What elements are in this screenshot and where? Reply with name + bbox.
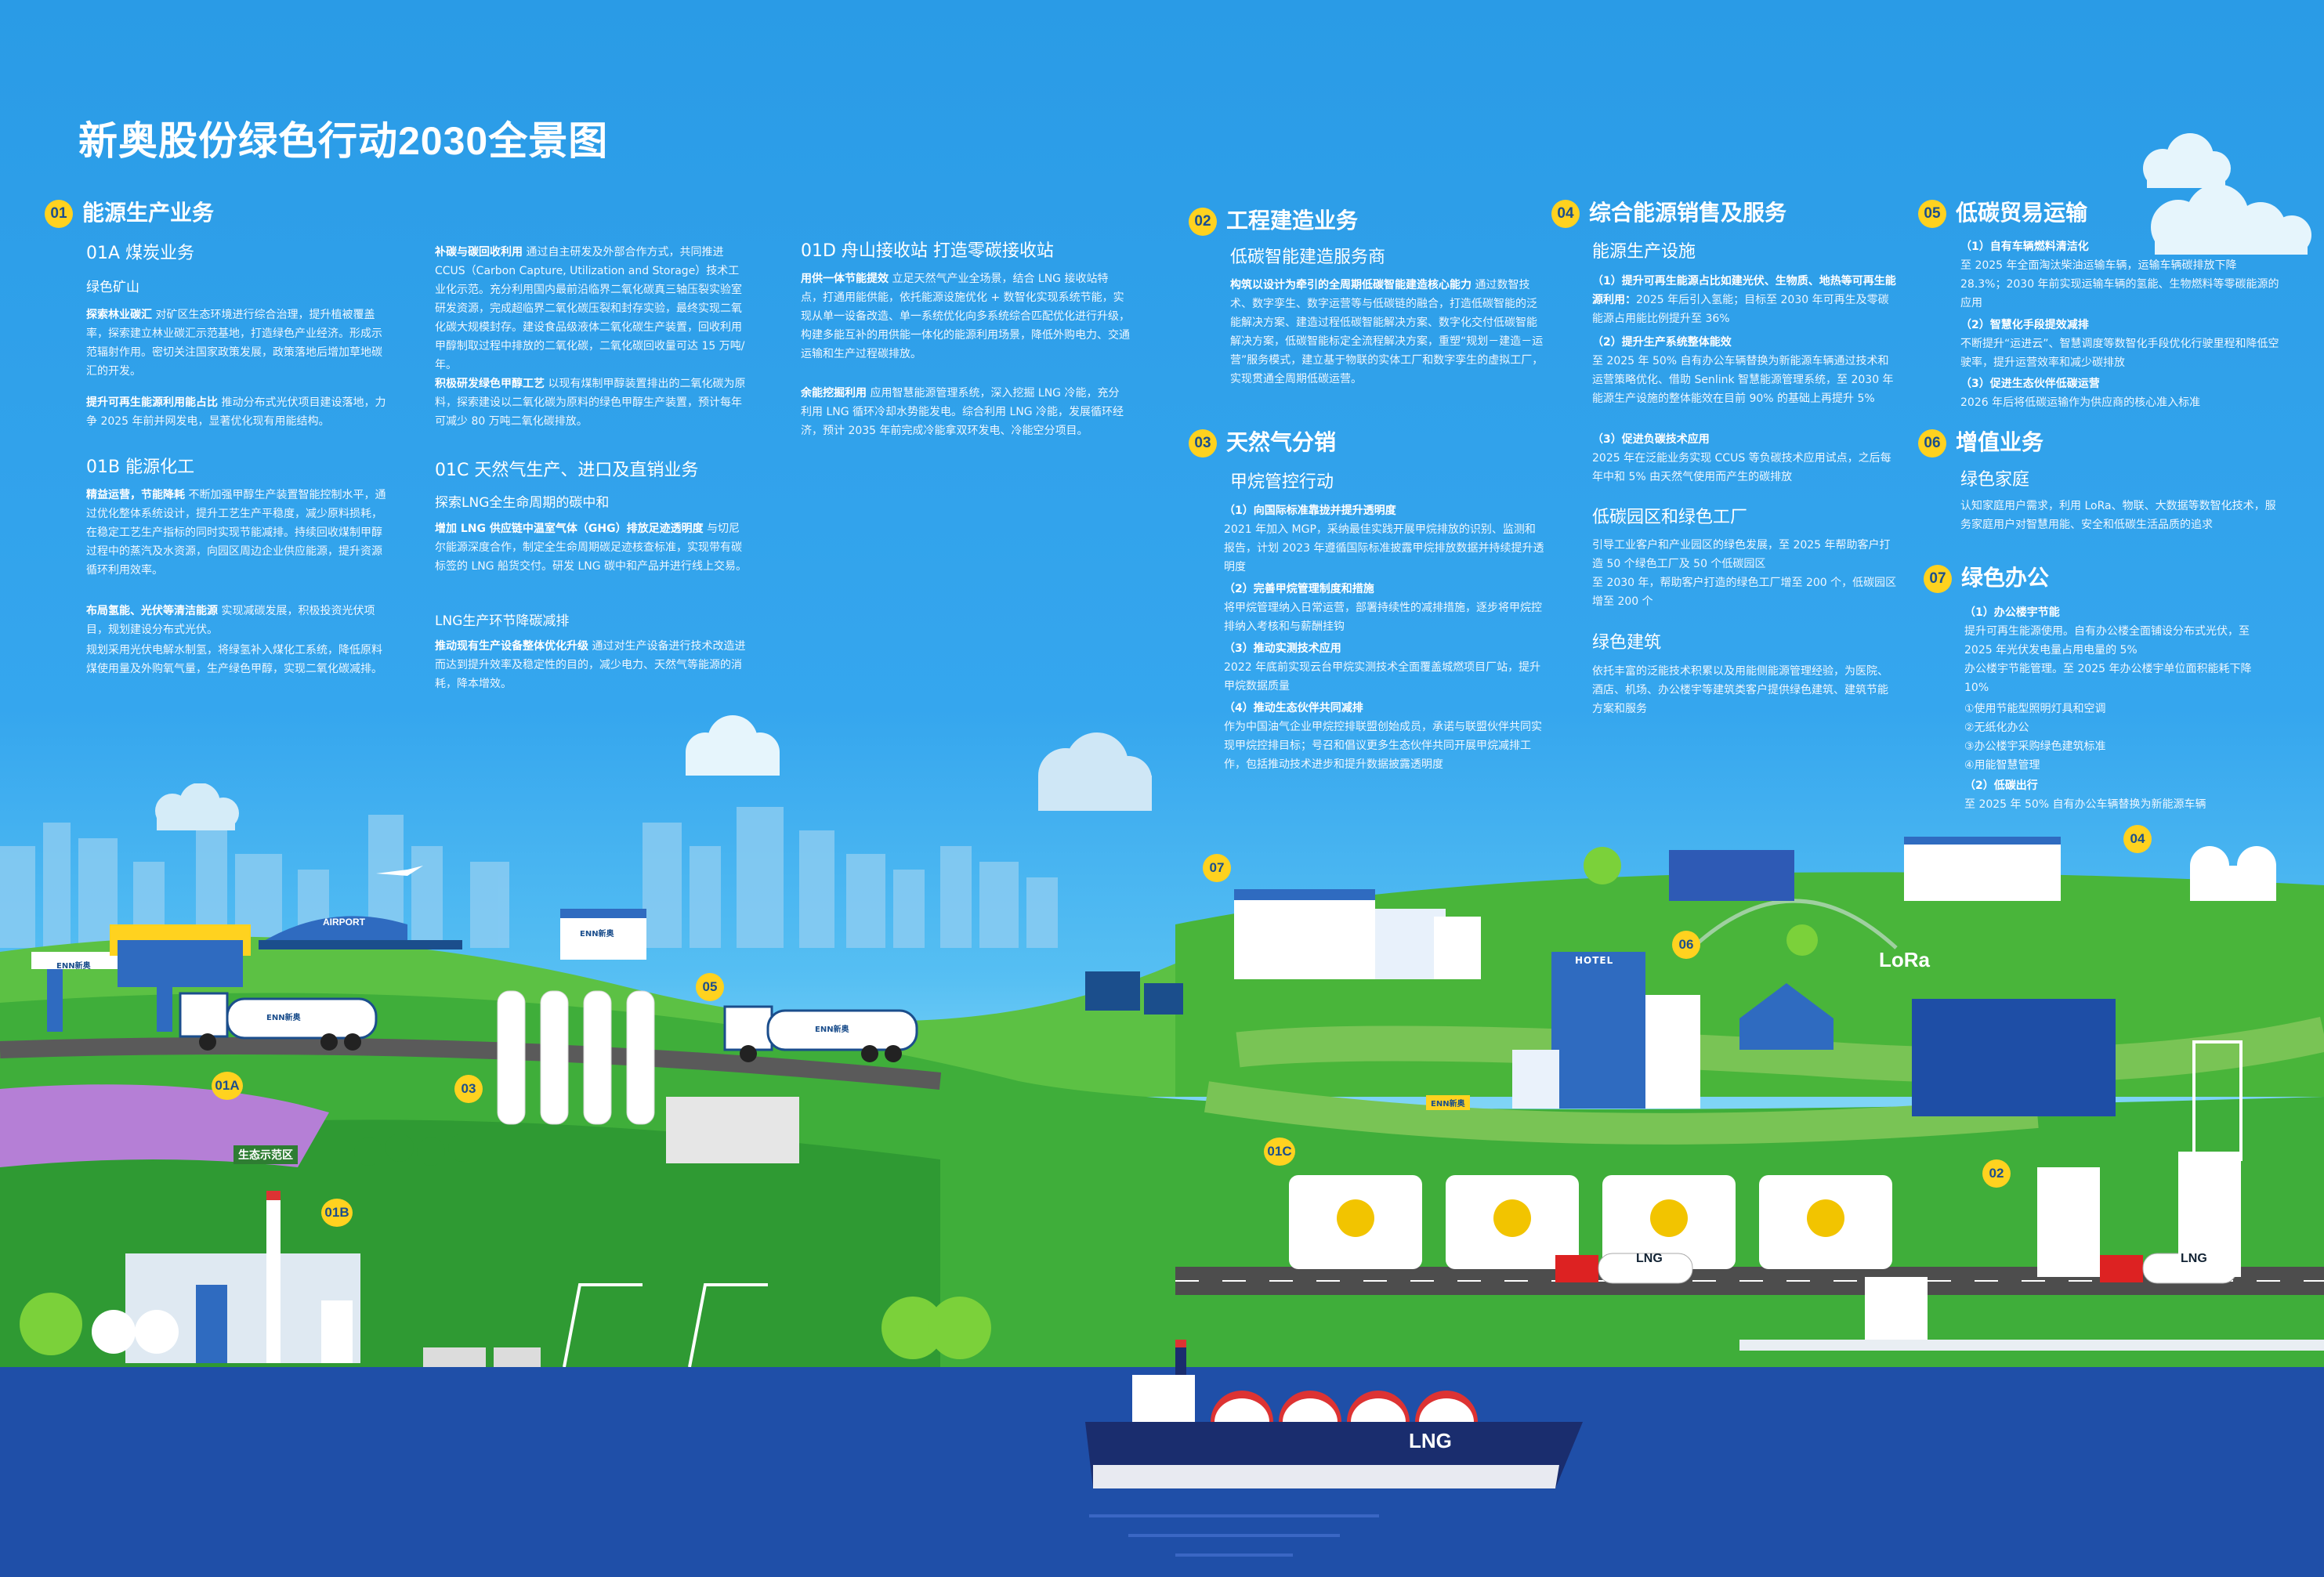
subsection-title: 01C 天然气生产、进口及直销业务	[435, 461, 699, 480]
subsection-title: 01B 能源化工	[86, 458, 195, 477]
section-title: 低碳贸易运输	[1956, 200, 2088, 226]
eco-zone-label: 生态示范区	[233, 1145, 298, 1164]
map-badge: 01B	[321, 1199, 353, 1227]
subsection-title: 甲烷管控行动	[1230, 472, 1334, 492]
section-badge: 05	[1918, 200, 1946, 228]
map-badge: 01C	[1264, 1138, 1295, 1166]
section-badge: 02	[1189, 208, 1217, 236]
section-04-header: 04 综合能源销售及服务	[1551, 196, 1786, 228]
section-title: 能源生产业务	[82, 200, 215, 226]
section-05-header: 05 低碳贸易运输	[1918, 196, 2087, 228]
map-badge: 01A	[212, 1072, 243, 1100]
paragraph: 增加 LNG 供应链中温室气体（GHG）排放足迹透明度 与切尼尔能源深度合作，制…	[435, 523, 748, 573]
subsection-title: 01D 舟山接收站 打造零碳接收站	[801, 241, 1054, 261]
truck-lng-label: LNG	[2181, 1252, 2207, 1265]
subsection-title: 绿色家庭	[1960, 470, 2030, 490]
enn-logo: ENN新奥	[56, 962, 91, 971]
subsection-title: 低碳智能建造服务商	[1230, 248, 1386, 267]
subsection-title: 01A 煤炭业务	[86, 244, 195, 263]
list-item: （2）提升生产系统整体能效至 2025 年 50% 自有办公车辆替换为新能源车辆…	[1592, 336, 1894, 405]
subsection-title: 能源生产设施	[1592, 242, 1696, 262]
paragraph: 用供一体节能提效 立足天然气产业全场景，结合 LNG 接收站特点，打通用能供能，…	[801, 273, 1130, 360]
enn-logo: ENN新奥	[1426, 1095, 1470, 1110]
list-item: ①使用节能型照明灯具和空调	[1964, 703, 2106, 715]
enn-logo: ENN新奥	[815, 1025, 849, 1034]
map-badge: 06	[1672, 931, 1700, 959]
list-item: （2）低碳出行至 2025 年 50% 自有办公车辆替换为新能源车辆	[1964, 779, 2206, 811]
list-item: ③办公楼宇采购绿色建筑标准	[1964, 740, 2106, 753]
section-03-header: 03 天然气分销	[1189, 425, 1336, 458]
section-badge: 01	[45, 200, 73, 228]
list-item: （4）推动生态伙伴共同减排作为中国油气企业甲烷控排联盟创始成员，承诺与联盟伙伴共…	[1224, 702, 1542, 771]
section-badge: 04	[1551, 200, 1580, 228]
paragraph: 探索林业碳汇 对矿区生态环境进行综合治理，提升植被覆盖率，探索建立林业碳汇示范基…	[86, 309, 382, 378]
paragraph: 依托丰富的泛能技术积累以及用能侧能源管理经验，为医院、酒店、机场、办公楼宇等建筑…	[1592, 665, 1888, 715]
section-badge: 06	[1918, 429, 1946, 458]
section-02-header: 02 工程建造业务	[1189, 204, 1358, 236]
subsection-subtitle: LNG生产环节降碳减排	[435, 613, 570, 629]
list-item: （1）自有车辆燃料清洁化至 2025 年全面淘汰柴油运输车辆，运输车辆碳排放下降…	[1960, 241, 2279, 309]
paragraph: 规划采用光伏电解水制氢，将绿氢补入煤化工系统，降低原料煤使用量及外购氧气量，生产…	[86, 644, 382, 675]
paragraph: 布局氢能、光伏等清洁能源 实现减碳发展，积极投资光伏项目，规划建设分布式光伏。	[86, 605, 375, 636]
lora-label: LoRa	[1879, 948, 1930, 971]
enn-logo: ENN新奥	[580, 930, 614, 939]
paragraph: 补碳与碳回收利用 通过自主研发及外部合作方式，共同推进 CCUS（Carbon …	[435, 246, 745, 371]
section-title: 天然气分销	[1226, 429, 1337, 455]
page-title: 新奥股份绿色行动2030全景图	[78, 119, 609, 163]
section-06-header: 06 增值业务	[1918, 425, 2043, 458]
list-item: ④用能智慧管理	[1964, 759, 2040, 772]
section-title: 工程建造业务	[1226, 208, 1359, 233]
subsection-title: 低碳园区和绿色工厂	[1592, 508, 1748, 527]
subsection-title: 绿色建筑	[1592, 633, 1662, 653]
cloud-icon	[155, 783, 239, 830]
map-badge: 04	[2123, 825, 2152, 853]
list-item: （2）智慧化手段提效减排不断提升“运进云”、智慧调度等数智化手段优化行驶里程和降…	[1960, 319, 2279, 369]
paragraph: 提升可再生能源利用能占比 推动分布式光伏项目建设落地，力争 2025 年前并网发…	[86, 396, 386, 428]
ship-lng-label: LNG	[1409, 1429, 1452, 1452]
map-badge: 05	[696, 973, 724, 1001]
paragraph: 余能挖掘利用 应用智慧能源管理系统，深入挖掘 LNG 冷能，充分利用 LNG 循…	[801, 387, 1124, 437]
section-title: 综合能源销售及服务	[1589, 200, 1787, 226]
map-badge: 07	[1203, 854, 1231, 882]
paragraph: 精益运营，节能降耗 不断加强甲醇生产装置智能控制水平，通过优化整体系统设计，提升…	[86, 489, 386, 577]
section-title: 增值业务	[1956, 429, 2044, 455]
cloud-icon	[1038, 732, 1152, 811]
cloud-icon	[686, 715, 780, 776]
section-01-header: 01 能源生产业务	[45, 196, 214, 228]
enn-logo: ENN新奥	[266, 1014, 301, 1022]
list-item: （1）办公楼宇节能 提升可再生能源使用。自有办公楼全面铺设分布式光伏，至 202…	[1964, 606, 2252, 694]
map-badge: 03	[454, 1075, 483, 1103]
subsection-subtitle: 绿色矿山	[86, 280, 139, 295]
section-07-header: 07 绿色办公	[1924, 561, 2049, 593]
truck-lng-label: LNG	[1636, 1252, 1663, 1265]
list-item: ②无纸化办公	[1964, 722, 2029, 734]
paragraph: 引导工业客户和产业园区的绿色发展，至 2025 年帮助客户打造 50 个绿色工厂…	[1592, 539, 1897, 608]
paragraph: 构筑以设计为牵引的全周期低碳智能建造核心能力 通过数智技术、数字孪生、数字运营等…	[1230, 279, 1544, 385]
section-title: 绿色办公	[1961, 565, 2050, 591]
airport-label: AIRPORT	[323, 917, 365, 928]
cloud-icon	[2143, 133, 2231, 188]
list-item: （1）提升可再生能源占比如建光伏、生物质、地热等可再生能源利用：2025 年后引…	[1592, 275, 1896, 325]
map-badge: 02	[1982, 1159, 2011, 1188]
section-badge: 07	[1924, 565, 1952, 593]
subsection-subtitle: 探索LNG全生命周期的碳中和	[435, 495, 610, 511]
paragraph: 推动现有生产设备整体优化升级 通过对生产设备进行技术改造进而达到提升效率及稳定性…	[435, 640, 746, 690]
hotel-label: HOTEL	[1575, 955, 1614, 966]
paragraph: 认知家庭用户需求，利用 LoRa、物联、大数据等数智化技术，服务家庭用户对智慧用…	[1960, 500, 2276, 531]
paragraph: 积极研发绿色甲醇工艺 以现有煤制甲醇装置排出的二氧化碳为原料，探索建设以二氧化碳…	[435, 378, 746, 428]
list-item: （2）完善甲烷管理制度和措施将甲烷管理纳入日常运营，部署持续性的减排措施，逐步将…	[1224, 583, 1542, 633]
section-badge: 03	[1189, 429, 1217, 458]
cloud-icon	[2151, 184, 2311, 255]
